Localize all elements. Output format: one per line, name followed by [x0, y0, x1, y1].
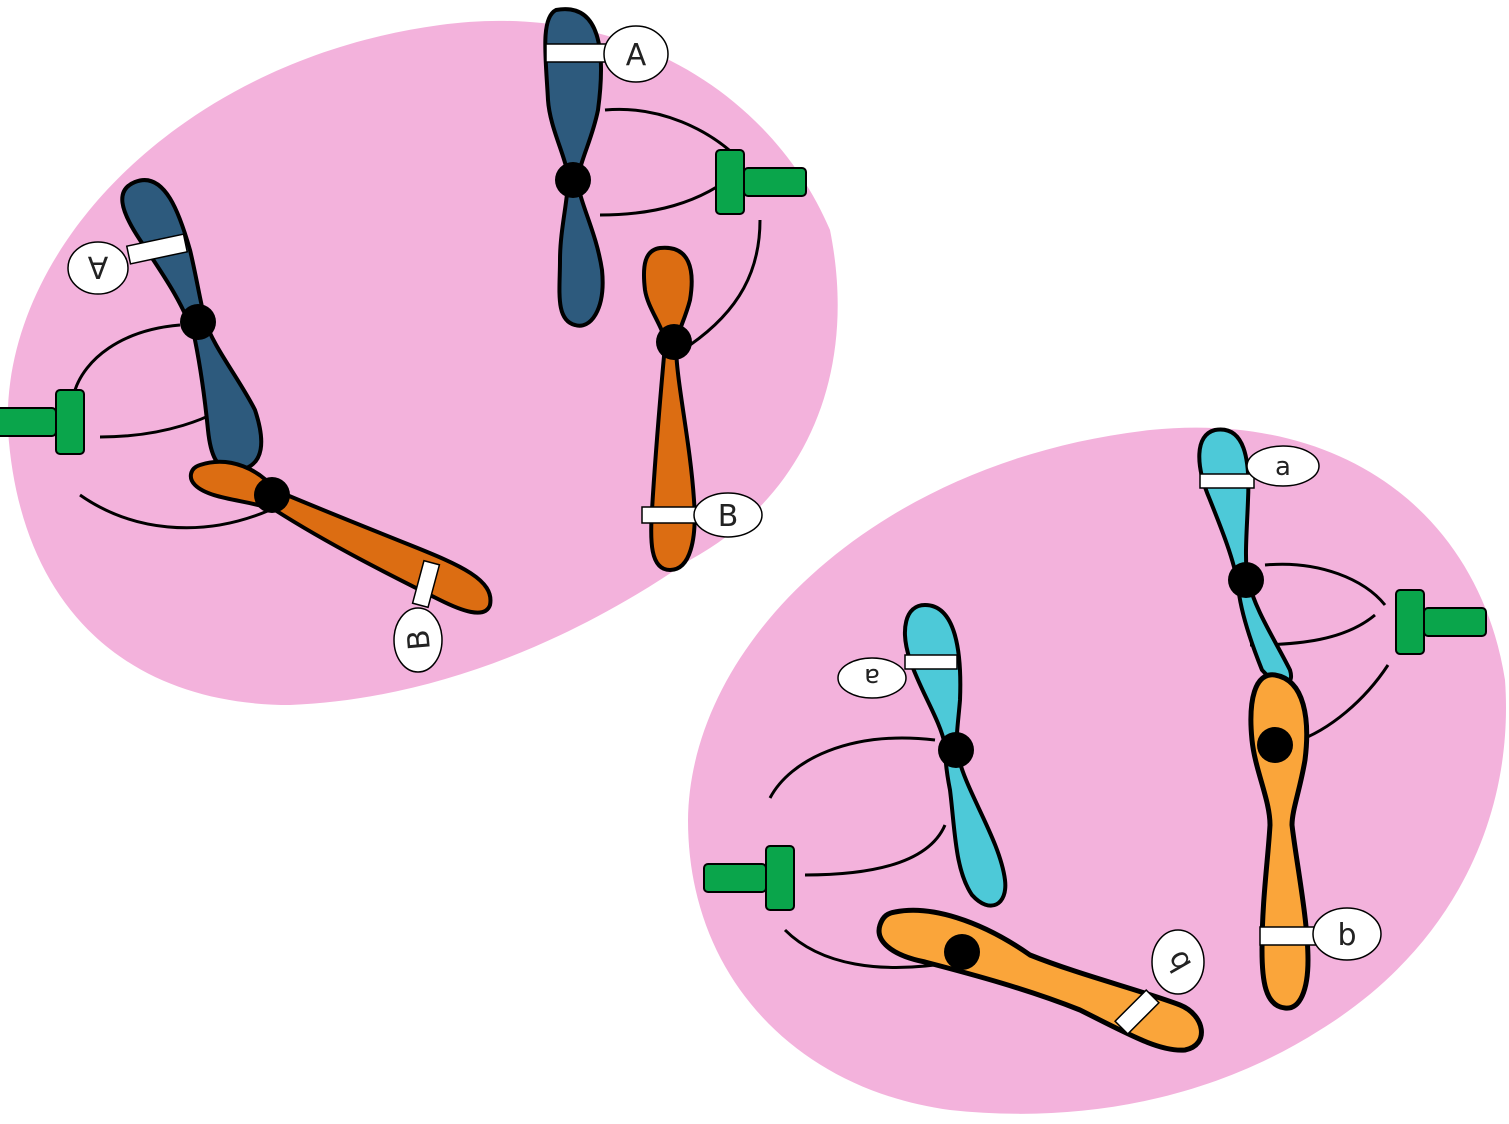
centromere-dot [254, 477, 290, 513]
centromere-dot [1228, 562, 1264, 598]
centromere-dot [656, 324, 692, 360]
label-b: b [1337, 918, 1356, 953]
label-B-rotated: B [401, 628, 438, 652]
cell-bottom: a a b b [688, 428, 1506, 1114]
label-a-rotated: a [864, 662, 880, 692]
centromere-dot [944, 934, 980, 970]
centromere-dot [555, 162, 591, 198]
cell-top: A A B B [0, 9, 838, 705]
label-B: B [718, 499, 739, 534]
centromere-dot [938, 732, 974, 768]
centromere-dot [1257, 727, 1293, 763]
label-a: a [1275, 452, 1291, 482]
centromere-dot [180, 304, 216, 340]
label-A-rotated: A [87, 249, 108, 284]
label-A: A [626, 38, 647, 73]
